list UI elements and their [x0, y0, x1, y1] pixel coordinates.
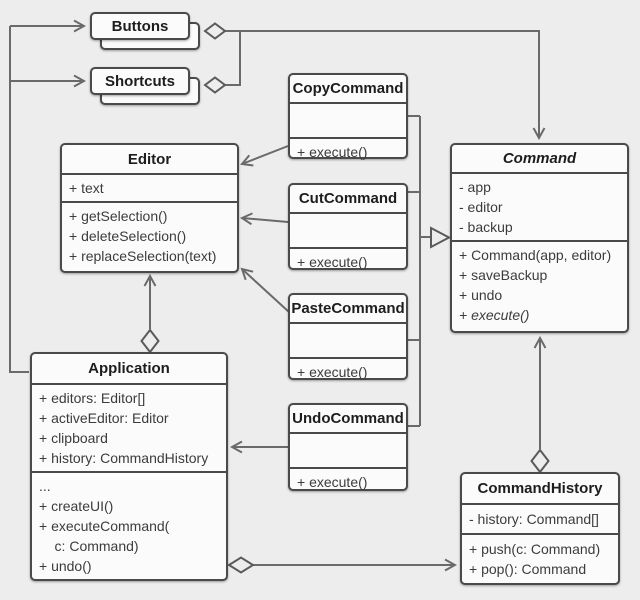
- method: + undo(): [39, 558, 92, 574]
- attribute: - editor: [459, 199, 503, 215]
- method: + undo: [459, 287, 503, 303]
- class-copy-command: CopyCommand + execute(): [288, 73, 408, 160]
- methods-section: + getSelection() + deleteSelection() + r…: [62, 201, 237, 269]
- class-paste-command: PasteCommand + execute(): [288, 293, 408, 380]
- class-undo-command: UndoCommand + execute(): [288, 403, 408, 491]
- attributes-section-empty: [290, 212, 406, 247]
- attributes-section-empty: [290, 322, 406, 357]
- class-title: CopyCommand: [292, 80, 404, 97]
- method: + pop(): Command: [469, 561, 587, 577]
- attributes-section: + text: [62, 173, 237, 201]
- aggregation-diamond-application-history: [227, 556, 255, 574]
- method: + saveBackup: [459, 267, 548, 283]
- methods-section: + execute(): [290, 247, 406, 275]
- arrow-buttons-to-command: [225, 30, 539, 138]
- class-buttons: Buttons: [90, 12, 190, 40]
- class-application: Application + editors: Editor[] + active…: [30, 352, 228, 581]
- method: ...: [39, 478, 51, 494]
- attribute: - app: [459, 179, 491, 195]
- attribute: - history: Command[]: [469, 511, 599, 527]
- method: + getSelection(): [69, 208, 168, 224]
- method-abstract: + execute(): [459, 307, 530, 323]
- method-continuation: c: Command): [39, 538, 139, 554]
- aggregation-diamond-shortcuts: [203, 76, 227, 94]
- class-command-history: CommandHistory - history: Command[] + pu…: [460, 472, 620, 585]
- method: + execute(): [297, 254, 368, 270]
- class-title: Application: [88, 360, 170, 377]
- attribute: + text: [69, 180, 104, 196]
- method: + execute(): [297, 474, 368, 490]
- attributes-section: - app - editor - backup: [452, 172, 627, 240]
- arrow-copy-to-editor: [242, 145, 289, 164]
- aggregation-diamond-application-editor: [140, 328, 160, 354]
- attribute: + history: CommandHistory: [39, 450, 209, 466]
- method: + push(c: Command): [469, 541, 601, 557]
- attributes-section: - history: Command[]: [462, 503, 618, 533]
- method: + replaceSelection(text): [69, 248, 217, 264]
- methods-section: + execute(): [290, 357, 406, 385]
- attributes-section: + editors: Editor[] + activeEditor: Edit…: [32, 383, 226, 471]
- attribute: + clipboard: [39, 430, 108, 446]
- attribute: + editors: Editor[]: [39, 390, 146, 406]
- methods-section: ... + createUI() + executeCommand( c: Co…: [32, 471, 226, 579]
- methods-section: + Command(app, editor) + saveBackup + un…: [452, 240, 627, 328]
- class-cut-command: CutCommand + execute(): [288, 183, 408, 270]
- class-title: Shortcuts: [104, 72, 175, 90]
- class-command-abstract: Command - app - editor - backup + Comman…: [450, 143, 629, 333]
- methods-section: + execute(): [290, 137, 406, 165]
- line-shortcuts-join: [225, 32, 241, 86]
- left-spine: [9, 26, 29, 373]
- aggregation-diamond-history-command: [530, 448, 550, 474]
- class-title: CommandHistory: [477, 480, 603, 497]
- class-shortcuts: Shortcuts: [90, 67, 190, 95]
- methods-section: + execute(): [290, 467, 406, 495]
- methods-section: + push(c: Command) + pop(): Command: [462, 533, 618, 583]
- aggregation-diamond-buttons: [203, 22, 227, 40]
- class-editor: Editor + text + getSelection() + deleteS…: [60, 143, 239, 273]
- method: + createUI(): [39, 498, 114, 514]
- class-title: Command: [502, 150, 577, 167]
- method: + deleteSelection(): [69, 228, 187, 244]
- attribute: + activeEditor: Editor: [39, 410, 169, 426]
- method: + execute(): [297, 144, 368, 160]
- class-title: Buttons: [111, 17, 169, 35]
- class-title: UndoCommand: [292, 410, 404, 427]
- class-title: PasteCommand: [291, 300, 405, 317]
- arrow-paste-to-editor: [242, 269, 290, 313]
- method: + execute(): [297, 364, 368, 380]
- class-title: Editor: [127, 150, 172, 168]
- method: + Command(app, editor): [459, 247, 612, 263]
- attributes-section-empty: [290, 432, 406, 467]
- inheritance-triangle-command: [430, 226, 452, 249]
- method: + executeCommand(: [39, 518, 170, 534]
- class-title: CutCommand: [298, 190, 398, 207]
- attributes-section-empty: [290, 102, 406, 137]
- arrow-cut-to-editor: [242, 218, 289, 222]
- attribute: - backup: [459, 219, 513, 235]
